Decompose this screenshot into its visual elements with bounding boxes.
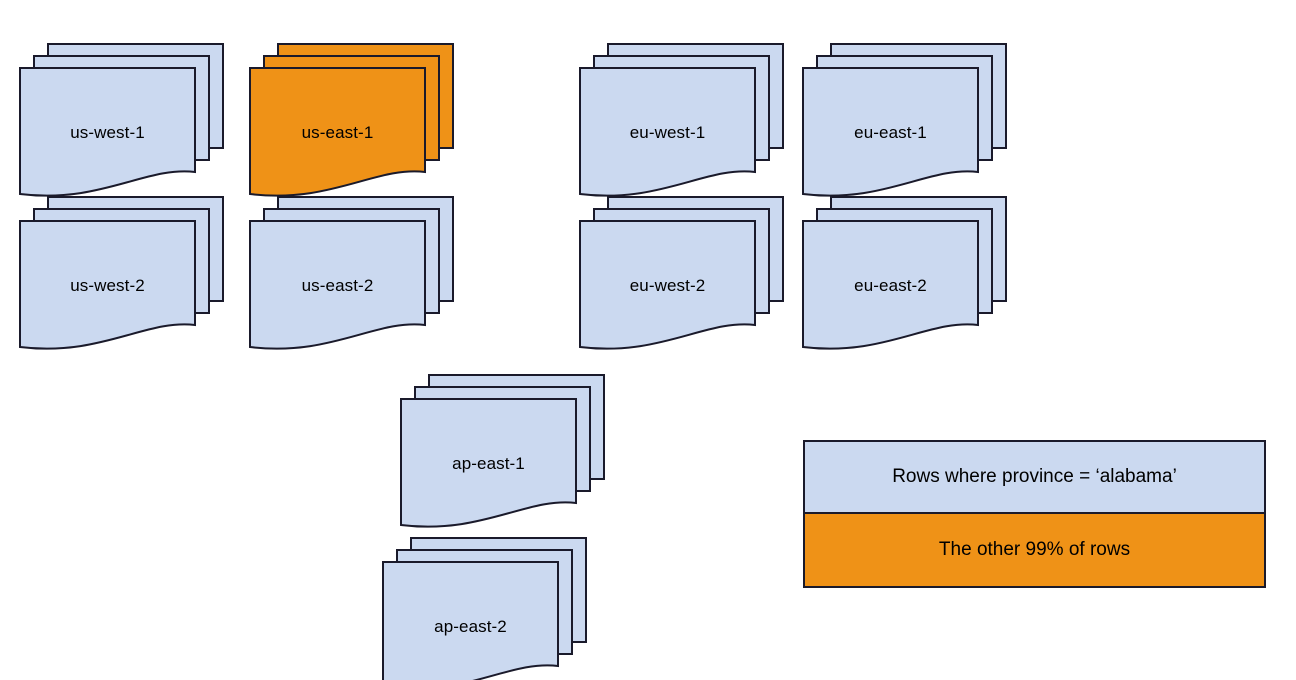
document-stack-ap-east-1[interactable]: ap-east-1	[400, 374, 605, 528]
document-stack-shape	[579, 43, 784, 197]
document-stack-us-east-2[interactable]: us-east-2	[249, 196, 454, 350]
document-stack-eu-east-2[interactable]: eu-east-2	[802, 196, 1007, 350]
legend-row-orange: The other 99% of rows	[805, 514, 1264, 586]
document-stack-shape	[579, 196, 784, 350]
legend: Rows where province = ‘alabama’ The othe…	[803, 440, 1266, 588]
document-stack-ap-east-2[interactable]: ap-east-2	[382, 537, 587, 680]
document-stack-shape	[400, 374, 605, 528]
document-stack-shape	[382, 537, 587, 680]
legend-label-blue: Rows where province = ‘alabama’	[892, 466, 1177, 487]
document-stack-shape	[802, 43, 1007, 197]
document-stack-shape	[19, 196, 224, 350]
document-stack-shape	[249, 43, 454, 197]
document-stack-us-west-2[interactable]: us-west-2	[19, 196, 224, 350]
document-stack-us-east-1[interactable]: us-east-1	[249, 43, 454, 197]
document-stack-shape	[19, 43, 224, 197]
document-stack-shape	[249, 196, 454, 350]
document-stack-shape	[802, 196, 1007, 350]
document-stack-us-west-1[interactable]: us-west-1	[19, 43, 224, 197]
document-stack-eu-west-1[interactable]: eu-west-1	[579, 43, 784, 197]
legend-label-orange: The other 99% of rows	[938, 539, 1131, 560]
document-stack-eu-west-2[interactable]: eu-west-2	[579, 196, 784, 350]
legend-row-blue: Rows where province = ‘alabama’	[805, 442, 1264, 514]
document-stack-eu-east-1[interactable]: eu-east-1	[802, 43, 1007, 197]
